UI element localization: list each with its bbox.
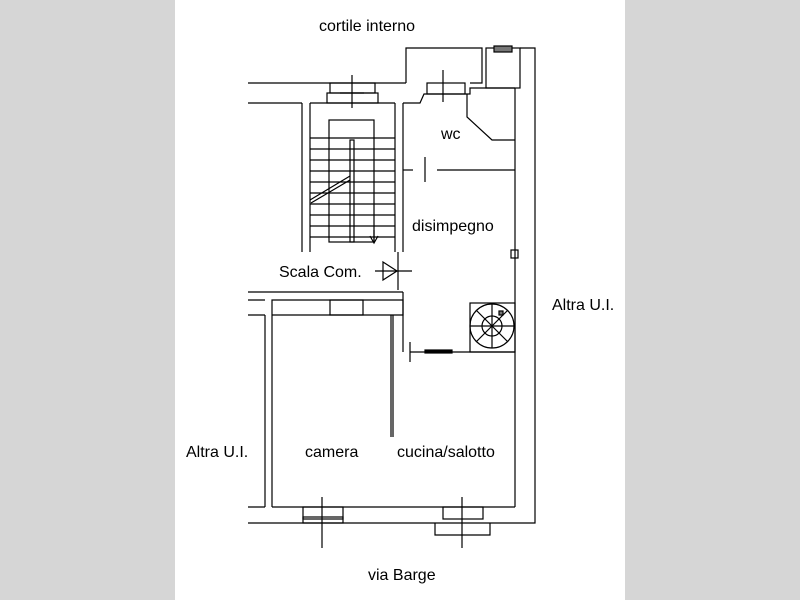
window [426, 82, 466, 95]
staircase [309, 119, 395, 245]
label-scala: Scala Com. [279, 264, 362, 281]
label-left-unit: Altra U.I. [186, 444, 249, 461]
left-margin-panel [0, 0, 175, 600]
label-cucina: cucina/salotto [397, 444, 495, 461]
window [442, 506, 484, 520]
label-wc: wc [441, 126, 461, 143]
spiral-stair [469, 302, 516, 353]
label-right-unit: Altra U.I. [552, 297, 615, 314]
outer-right-wall [248, 47, 536, 524]
label-disimpegno: disimpegno [412, 218, 494, 235]
chimney [485, 47, 521, 89]
label-camera: camera [305, 444, 359, 461]
wc-wall [466, 94, 515, 141]
label-cortile: cortile interno [319, 18, 416, 35]
right-margin-panel [625, 0, 800, 600]
label-street: via Barge [368, 567, 436, 584]
balcony [405, 47, 483, 84]
window [302, 506, 344, 520]
